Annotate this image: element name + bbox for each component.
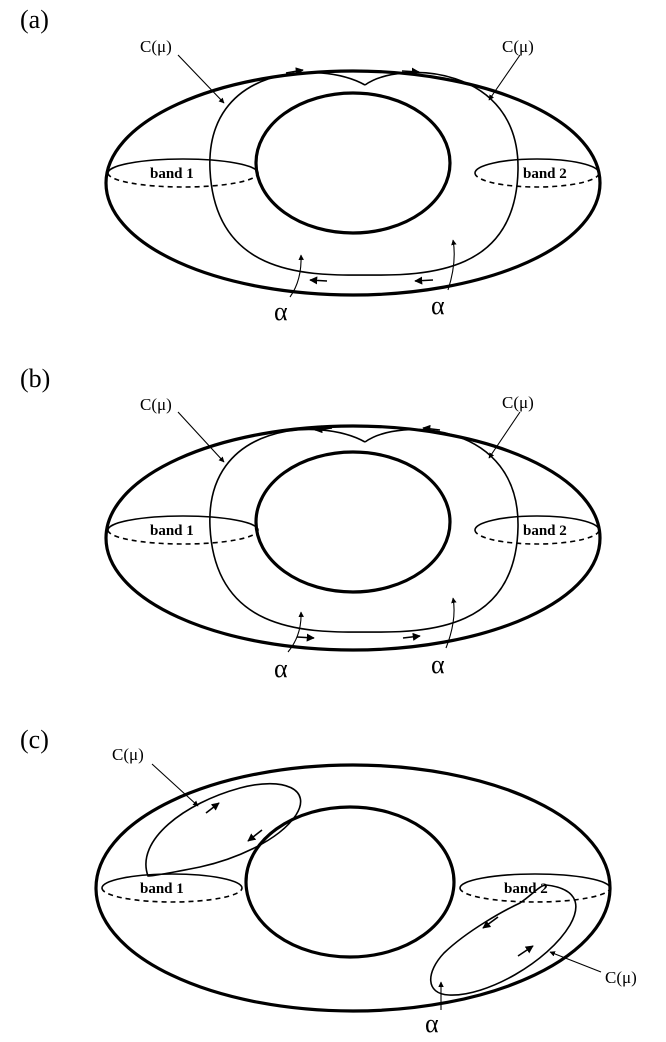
pointer-arrow xyxy=(151,763,199,807)
c-mu-curve xyxy=(209,71,519,276)
path-arrow xyxy=(482,916,499,929)
panel-a: (a) band 1 band 2 C(μ) C(μ) α α xyxy=(20,5,602,326)
panel-c: (c) band 1 band 2 C(μ) C(μ) α xyxy=(20,725,637,1038)
alpha-label-right: α xyxy=(431,650,445,679)
band-2-label: band 2 xyxy=(523,166,567,182)
inner-hole-outline xyxy=(244,805,456,959)
pointer-arrow xyxy=(177,54,225,104)
pointer-arrow xyxy=(549,951,602,973)
path-arrow xyxy=(402,632,421,641)
panel-b: (b) band 1 band 2 C(μ) C(μ) α α xyxy=(20,364,602,683)
band-1-front xyxy=(107,515,259,531)
pointer-arrow xyxy=(447,239,457,291)
path-arrow xyxy=(314,425,333,434)
pointer-arrow xyxy=(488,411,521,459)
path-arrow xyxy=(414,276,434,285)
panel-label: (c) xyxy=(20,725,49,754)
band-2-back xyxy=(474,172,600,188)
c-mu-label-right: C(μ) xyxy=(502,37,534,56)
alpha-label-right: α xyxy=(431,291,445,320)
band-1-label: band 1 xyxy=(150,523,194,539)
band-1-back xyxy=(107,529,259,545)
path-arrow xyxy=(205,802,220,814)
c-mu-label-right: C(μ) xyxy=(605,968,637,987)
panel-label: (a) xyxy=(20,5,49,34)
panel-label: (b) xyxy=(20,364,50,393)
alpha-label-left: α xyxy=(274,654,288,683)
path-arrow xyxy=(401,67,420,76)
alpha-label-left: α xyxy=(274,297,288,326)
c-mu-label-left: C(μ) xyxy=(140,37,172,56)
band-1-back xyxy=(101,887,243,903)
band-1-label: band 1 xyxy=(140,881,184,897)
c-mu-curve xyxy=(209,428,519,633)
pointer-arrow xyxy=(289,254,304,298)
inner-hole-outline xyxy=(254,450,452,594)
band-2-label: band 2 xyxy=(523,523,567,539)
c-mu-label-right: C(μ) xyxy=(502,393,534,412)
inner-hole-outline xyxy=(254,91,452,235)
band-2-back xyxy=(459,887,611,903)
path-arrow xyxy=(247,829,263,842)
outer-torus-outline xyxy=(104,424,602,652)
band-2-label: band 2 xyxy=(504,881,548,897)
alpha-label: α xyxy=(425,1009,439,1038)
c-mu-label-left: C(μ) xyxy=(140,395,172,414)
band-1-front xyxy=(101,873,243,889)
band-1-back xyxy=(107,172,259,188)
path-arrow xyxy=(517,945,534,957)
band-1-front xyxy=(107,158,259,174)
c-mu-loop-right xyxy=(429,884,577,996)
band-2-front xyxy=(459,873,611,889)
c-mu-label-left: C(μ) xyxy=(112,745,144,764)
pointer-arrow xyxy=(287,611,304,653)
band-2-front xyxy=(474,515,600,531)
pointer-arrow xyxy=(177,411,225,463)
band-2-front xyxy=(474,158,600,174)
path-arrow xyxy=(422,424,441,433)
path-arrow xyxy=(296,633,315,642)
outer-torus-outline xyxy=(104,69,602,297)
band-2-back xyxy=(474,529,600,545)
path-arrow xyxy=(285,67,304,76)
path-arrow xyxy=(309,276,328,285)
band-1-label: band 1 xyxy=(150,166,194,182)
pointer-arrow xyxy=(445,597,457,649)
pointer-arrow xyxy=(488,54,521,101)
c-mu-loop-left xyxy=(145,782,302,877)
